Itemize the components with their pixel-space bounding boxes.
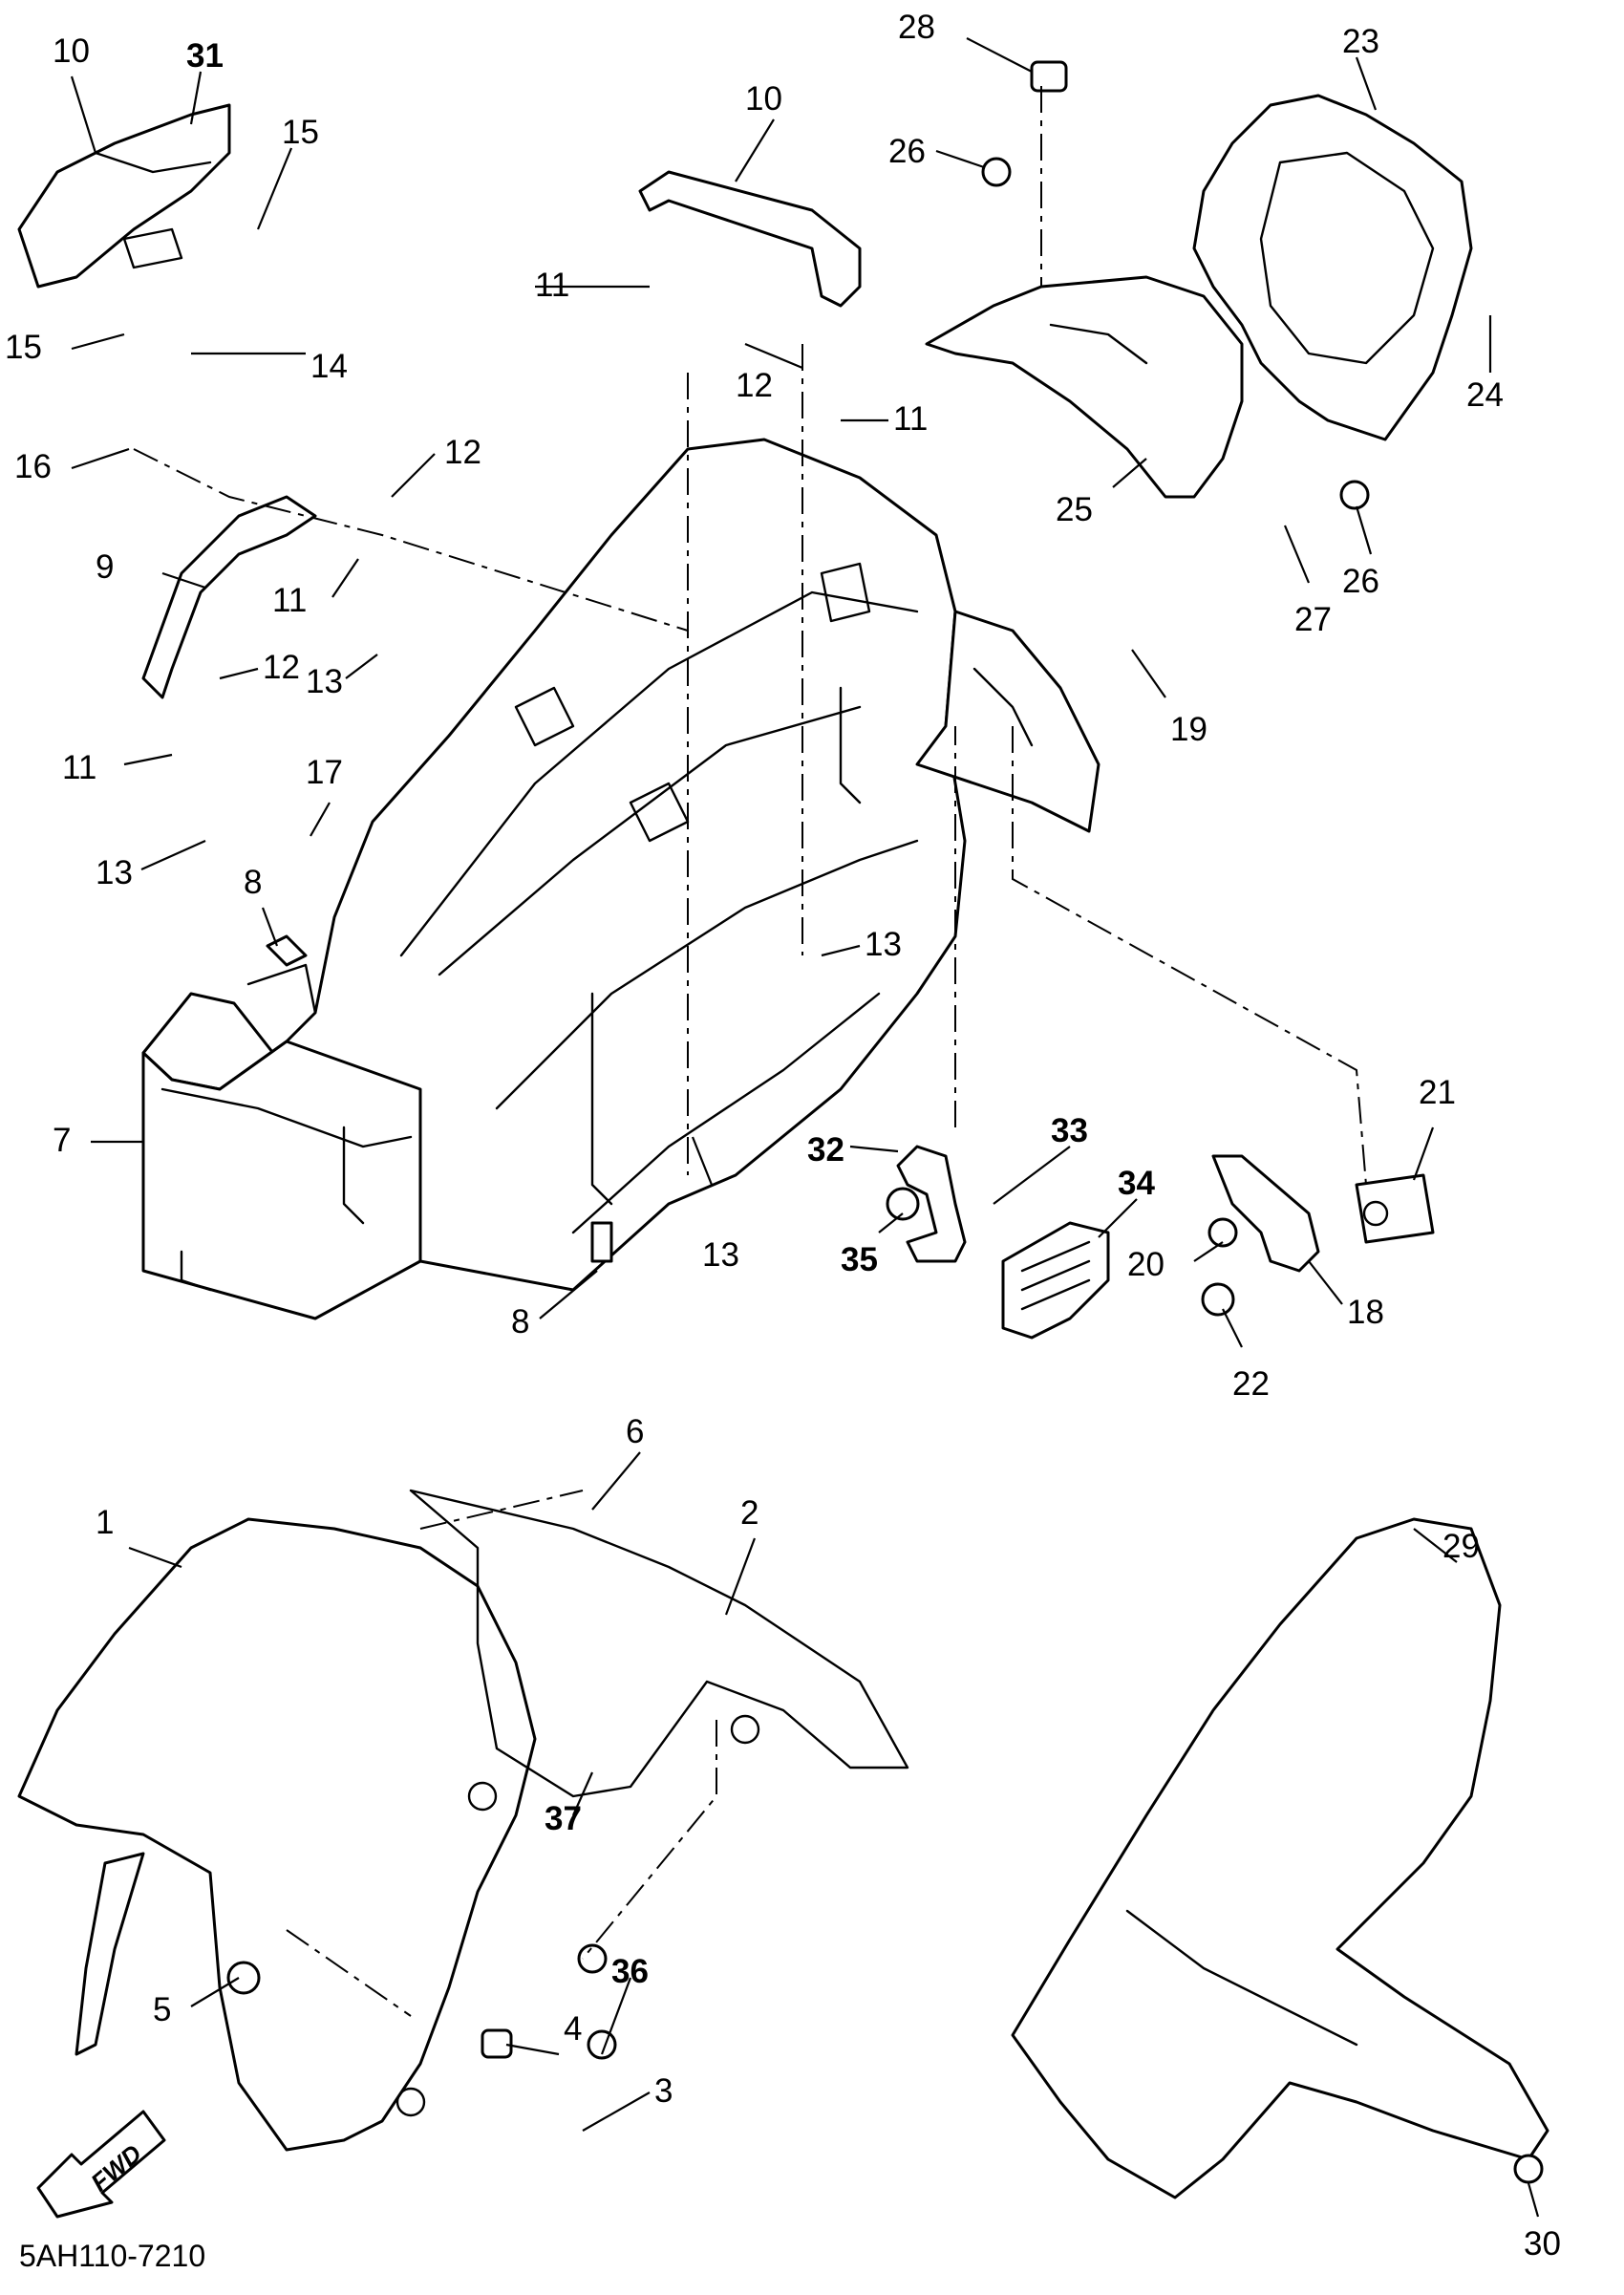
callout-12: 12	[444, 434, 481, 471]
callout-32: 32	[807, 1131, 844, 1169]
callout-8: 8	[511, 1303, 529, 1341]
callout-15: 15	[282, 114, 319, 151]
callout-11: 11	[272, 582, 307, 619]
callout-16: 16	[14, 448, 52, 485]
callout-10: 10	[745, 80, 782, 118]
fwd-arrow-icon: FWD	[36, 2110, 166, 2219]
front-fender	[17, 1489, 909, 2152]
reflector-bracket-32	[896, 1145, 967, 1263]
callout-21: 21	[1419, 1074, 1456, 1111]
callout-12: 12	[736, 367, 773, 404]
callout-15: 15	[5, 329, 42, 366]
callout-34: 34	[1118, 1165, 1155, 1202]
callout-9: 9	[96, 548, 114, 586]
callout-4: 4	[564, 2010, 582, 2048]
callout-3: 3	[654, 2072, 673, 2110]
signal-stay-18	[1211, 1154, 1320, 1273]
rear-fender-hugger	[1011, 1517, 1549, 2199]
callout-35: 35	[841, 1241, 878, 1278]
callout-2: 2	[740, 1494, 759, 1532]
callout-23: 23	[1342, 23, 1379, 60]
callout-22: 22	[1232, 1365, 1270, 1403]
callout-30: 30	[1524, 2225, 1561, 2263]
callout-12: 12	[263, 649, 300, 686]
callout-28: 28	[898, 9, 935, 46]
callout-13: 13	[96, 854, 133, 891]
callout-leaders	[70, 37, 1540, 2218]
callout-31: 31	[186, 37, 224, 75]
callout-36: 36	[611, 1953, 649, 1990]
callout-11: 11	[535, 267, 569, 304]
callout-13: 13	[702, 1236, 739, 1274]
callout-11: 11	[62, 749, 96, 786]
reflector-34	[1001, 1221, 1110, 1340]
callout-7: 7	[53, 1122, 71, 1159]
callout-14: 14	[310, 348, 348, 385]
callout-20: 20	[1127, 1246, 1165, 1283]
grab-bracket-10	[638, 170, 862, 308]
rear-mudguard-tray	[141, 438, 967, 1320]
callout-13: 13	[865, 926, 902, 963]
assembly-lines	[133, 86, 1367, 2017]
callout-25: 25	[1056, 491, 1093, 528]
callout-18: 18	[1347, 1294, 1384, 1331]
callout-33: 33	[1051, 1112, 1088, 1149]
cable-holder-left	[17, 103, 231, 289]
callout-11: 11	[893, 400, 928, 438]
rear-fender-extension	[915, 610, 1100, 833]
signal-light-21	[1355, 1173, 1435, 1244]
hardware-fasteners	[226, 60, 1544, 2184]
callout-6: 6	[626, 1413, 644, 1450]
callout-29: 29	[1442, 1528, 1480, 1565]
tail-light-bracket	[925, 94, 1473, 499]
callout-27: 27	[1294, 601, 1332, 638]
cable-band-9	[141, 495, 317, 699]
callout-19: 19	[1170, 711, 1207, 748]
callout-26: 26	[888, 133, 926, 170]
callout-1: 1	[96, 1504, 114, 1541]
callout-24: 24	[1466, 376, 1504, 414]
callout-37: 37	[545, 1800, 582, 1837]
drawing-code: 5AH110-7210	[19, 2239, 205, 2273]
callout-17: 17	[306, 754, 343, 791]
callout-10: 10	[53, 32, 90, 70]
callout-13: 13	[306, 663, 343, 700]
callout-26: 26	[1342, 563, 1379, 600]
callout-8: 8	[244, 864, 262, 901]
callout-5: 5	[153, 1991, 171, 2028]
